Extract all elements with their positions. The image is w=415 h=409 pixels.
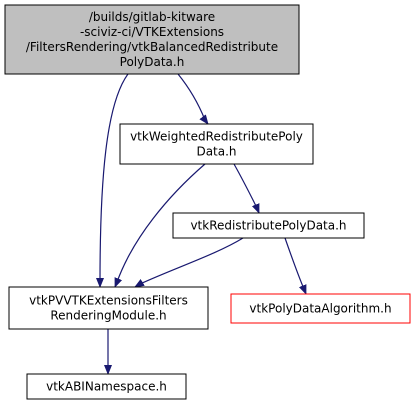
edges-layer <box>96 73 307 375</box>
node-label-line: /builds/gitlab-kitware <box>89 10 215 24</box>
node-n2[interactable]: vtkRedistributePolyData.h <box>172 212 365 239</box>
node-label-line: vtkWeightedRedistributePoly <box>130 130 303 144</box>
edge-n0-n1 <box>177 73 209 125</box>
node-label-line: Data.h <box>196 145 236 159</box>
edge-n0-n3 <box>96 73 129 288</box>
edge-n2-n3 <box>134 237 244 288</box>
node-label-line: PolyData.h <box>120 55 185 69</box>
node-n5[interactable]: vtkABINamespace.h <box>26 373 187 400</box>
node-box <box>8 286 209 330</box>
edge-n1-n3 <box>114 163 206 288</box>
node-box <box>26 373 187 400</box>
node-box <box>230 293 411 324</box>
node-box <box>119 123 314 165</box>
node-label-line: vtkABINamespace.h <box>46 380 167 394</box>
node-label-line: vtkPVVTKExtensionsFilters <box>29 294 188 308</box>
node-label-line: RenderingModule.h <box>50 309 166 323</box>
node-box <box>172 212 365 239</box>
node-label-line: vtkRedistributePolyData.h <box>190 219 346 233</box>
edge-n1-n2 <box>233 163 260 214</box>
nodes-layer: /builds/gitlab-kitware-sciviz-ci/VTKExte… <box>4 4 411 400</box>
node-n3[interactable]: vtkPVVTKExtensionsFiltersRenderingModule… <box>8 286 209 330</box>
node-n4[interactable]: vtkPolyDataAlgorithm.h <box>230 293 411 324</box>
node-label-line: vtkPolyDataAlgorithm.h <box>249 302 391 316</box>
node-box <box>4 4 300 75</box>
node-label-line: /FiltersRendering/vtkBalancedRedistribut… <box>26 40 278 54</box>
edge-n2-n4 <box>284 237 307 295</box>
node-label-line: -sciviz-ci/VTKExtensions <box>80 25 224 39</box>
node-n0[interactable]: /builds/gitlab-kitware-sciviz-ci/VTKExte… <box>4 4 300 75</box>
